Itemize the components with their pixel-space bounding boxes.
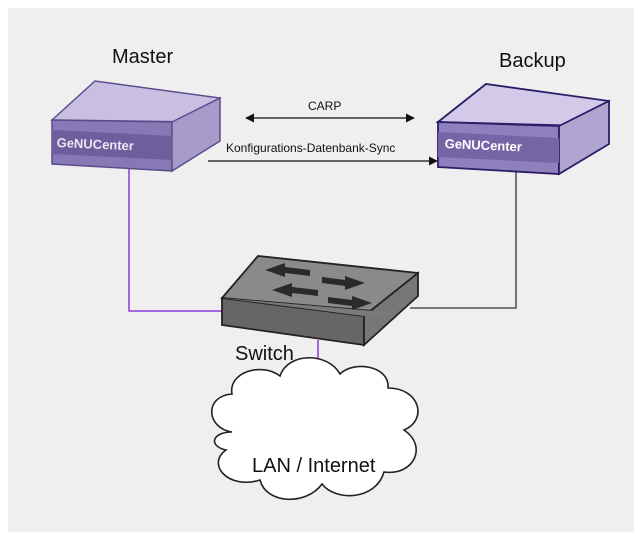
backup-title: Backup: [499, 50, 566, 72]
master-title: Master: [112, 46, 174, 68]
carp-label: CARP: [308, 99, 342, 113]
master-switch-link: [128, 168, 228, 312]
backup-device: [435, 83, 611, 176]
cloud-label: LAN / Internet: [252, 455, 376, 477]
cloud-shape: [210, 356, 419, 501]
master-device: [50, 80, 222, 173]
switch-title: Switch: [235, 343, 294, 365]
backup-switch-link: [410, 170, 517, 309]
switch-arrows-icon: [265, 263, 372, 310]
switch-device: [220, 255, 420, 348]
sync-label: Konfigurations-Datenbank-Sync: [226, 141, 396, 155]
